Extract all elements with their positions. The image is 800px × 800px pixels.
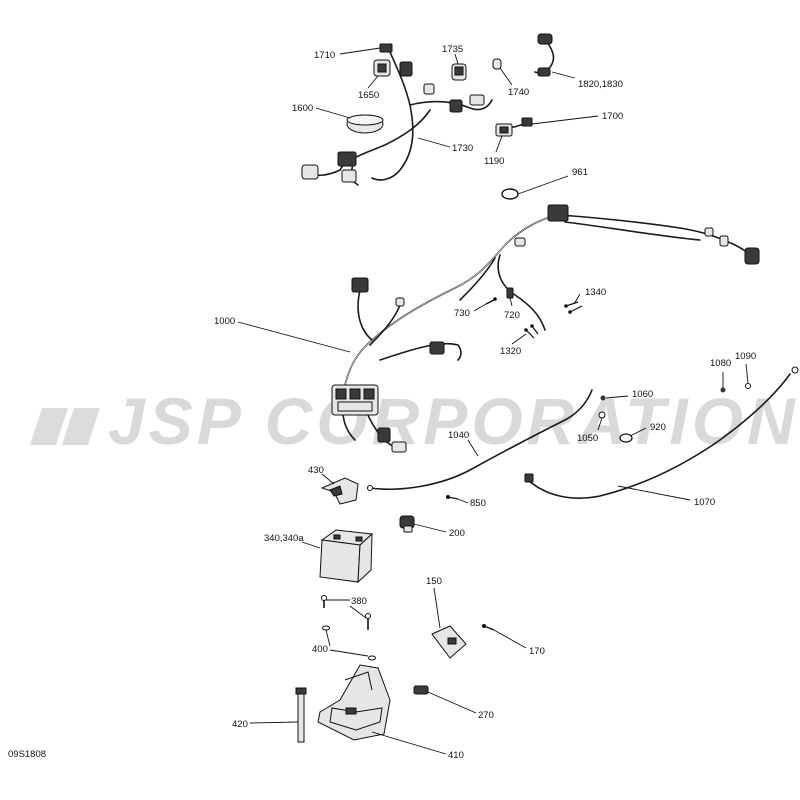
part-1600-foam <box>346 114 384 134</box>
callout-1070: 1070 <box>694 497 715 508</box>
part-961-ring <box>501 188 519 200</box>
part-400-washers <box>322 625 376 661</box>
callout-1050: 1050 <box>577 433 598 444</box>
callout-730: 730 <box>454 308 470 319</box>
callout-430: 430 <box>308 465 324 476</box>
callout-1000: 1000 <box>214 316 235 327</box>
callout-1650: 1650 <box>358 90 379 101</box>
callout-720: 720 <box>504 310 520 321</box>
callout-1820-1830: 1820,1830 <box>578 79 623 90</box>
callout-410: 410 <box>448 750 464 761</box>
part-1090-washer <box>745 383 751 389</box>
callout-1080: 1080 <box>710 358 731 369</box>
callout-1090: 1090 <box>735 351 756 362</box>
callout-270: 270 <box>478 710 494 721</box>
callout-1340: 1340 <box>585 287 606 298</box>
callout-1710: 1710 <box>314 50 335 61</box>
part-1040-cable <box>367 389 593 491</box>
part-420-strap <box>295 687 307 743</box>
callout-1735: 1735 <box>442 44 463 55</box>
callout-340-340a: 340,340a <box>264 533 304 544</box>
part-1700-harness <box>504 117 533 129</box>
part-1340-ties <box>564 301 583 314</box>
callout-1190: 1190 <box>484 156 504 167</box>
callout-850: 850 <box>470 498 486 509</box>
callout-170: 170 <box>529 646 545 657</box>
fuse-box <box>331 384 379 416</box>
part-1740-plug <box>492 58 502 70</box>
part-340-battery <box>319 529 374 584</box>
part-720-clip <box>506 287 514 299</box>
watermark-logo: JSP CORPORATION <box>30 384 799 458</box>
part-1320-ties <box>524 324 539 339</box>
part-1735-switch <box>451 63 467 81</box>
part-1710-connector <box>379 43 393 53</box>
watermark-text: JSP CORPORATION <box>108 384 799 458</box>
upper-harness-1730 <box>301 51 493 186</box>
callout-1040: 1040 <box>448 430 469 441</box>
callout-920: 920 <box>650 422 666 433</box>
callout-1740: 1740 <box>508 87 529 98</box>
callout-420: 420 <box>232 719 248 730</box>
callout-1700: 1700 <box>602 111 623 122</box>
part-1070-cable <box>524 366 799 499</box>
main-harness-1000 <box>331 204 760 453</box>
part-380-bolts <box>321 595 371 630</box>
leader-lines <box>237 47 749 755</box>
part-920-ring <box>619 433 633 443</box>
part-730-screw <box>485 297 497 305</box>
callout-961: 961 <box>572 167 588 178</box>
callout-labels: 1710 1650 1735 1740 1820,1830 1600 1730 … <box>8 44 756 761</box>
part-1650-relay <box>373 59 391 77</box>
part-1820-dess-key <box>534 33 555 77</box>
callout-1600: 1600 <box>292 103 313 114</box>
part-1080-nut <box>720 387 726 393</box>
part-1060-bolt <box>600 395 606 401</box>
part-1190-relay <box>495 123 513 137</box>
callout-150: 150 <box>426 576 442 587</box>
part-170-screw <box>482 624 495 631</box>
callout-1730: 1730 <box>452 143 473 154</box>
diagram-code: 09S1808 <box>8 749 46 760</box>
callout-1060: 1060 <box>632 389 653 400</box>
part-1050-nut <box>598 411 606 419</box>
part-430-bracket <box>320 477 359 505</box>
part-200-starter-relay <box>399 515 415 533</box>
part-410-battery-tray <box>317 664 391 741</box>
callout-400: 400 <box>312 644 328 655</box>
part-150-module <box>431 625 467 659</box>
callout-380: 380 <box>351 596 367 607</box>
part-270-fuse <box>413 685 429 695</box>
part-850-screw <box>446 495 459 500</box>
callout-1320: 1320 <box>500 346 521 357</box>
callout-200: 200 <box>449 528 465 539</box>
